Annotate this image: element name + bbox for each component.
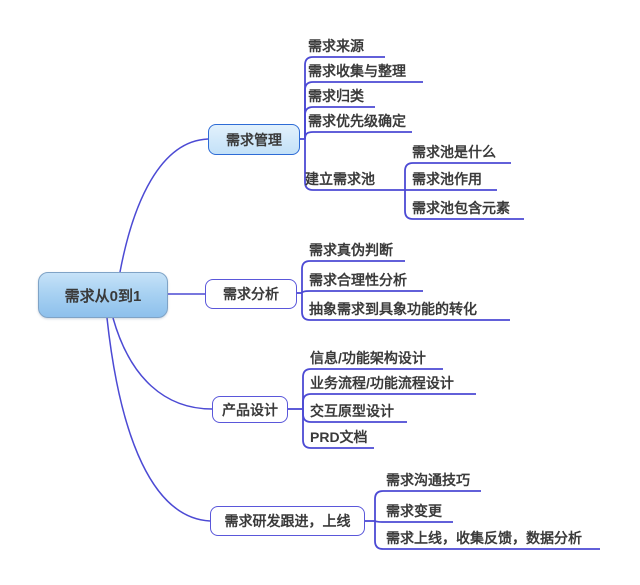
main-topic-requirement-analysis[interactable]: 需求分析: [205, 279, 297, 309]
main-topic-dev-followup-launch[interactable]: 需求研发跟进，上线: [210, 506, 365, 536]
subtopic-communication-skills[interactable]: 需求沟通技巧: [386, 472, 470, 488]
subtopic-business-flow[interactable]: 业务流程/功能流程设计: [310, 375, 454, 391]
subtopic-rationality-analysis[interactable]: 需求合理性分析: [309, 272, 407, 288]
subtopic-interaction-prototype[interactable]: 交互原型设计: [310, 403, 394, 419]
subtopic-requirement-change[interactable]: 需求变更: [386, 503, 442, 519]
subtopic-pool-what[interactable]: 需求池是什么: [412, 144, 496, 160]
subtopic-requirement-source[interactable]: 需求来源: [308, 38, 364, 54]
edge-root-branch4: [106, 317, 211, 522]
edge-root-branch3: [112, 317, 213, 410]
subtopic-prd-doc[interactable]: PRD文档: [310, 429, 368, 445]
subtopic-info-architecture[interactable]: 信息/功能架构设计: [310, 350, 426, 366]
subtopic-pool-elements[interactable]: 需求池包含元素: [412, 200, 510, 216]
subtopic-build-pool[interactable]: 建立需求池: [305, 171, 375, 187]
subtopic-collect-organize[interactable]: 需求收集与整理: [308, 63, 406, 79]
subtopic-launch-feedback-data[interactable]: 需求上线，收集反馈，数据分析: [386, 530, 582, 546]
subtopic-categorize[interactable]: 需求归类: [308, 88, 364, 104]
subtopic-truth-judgement[interactable]: 需求真伪判断: [309, 242, 393, 258]
subtopic-prioritize[interactable]: 需求优先级确定: [308, 113, 406, 129]
main-topic-product-design[interactable]: 产品设计: [212, 396, 288, 423]
main-topic-requirement-management[interactable]: 需求管理: [208, 124, 300, 155]
subtopic-pool-purpose[interactable]: 需求池作用: [412, 171, 482, 187]
root-topic[interactable]: 需求从0到1: [38, 272, 168, 318]
subtopic-abstract-to-concrete[interactable]: 抽象需求到具象功能的转化: [309, 301, 477, 317]
edge-root-branch1: [119, 138, 209, 273]
